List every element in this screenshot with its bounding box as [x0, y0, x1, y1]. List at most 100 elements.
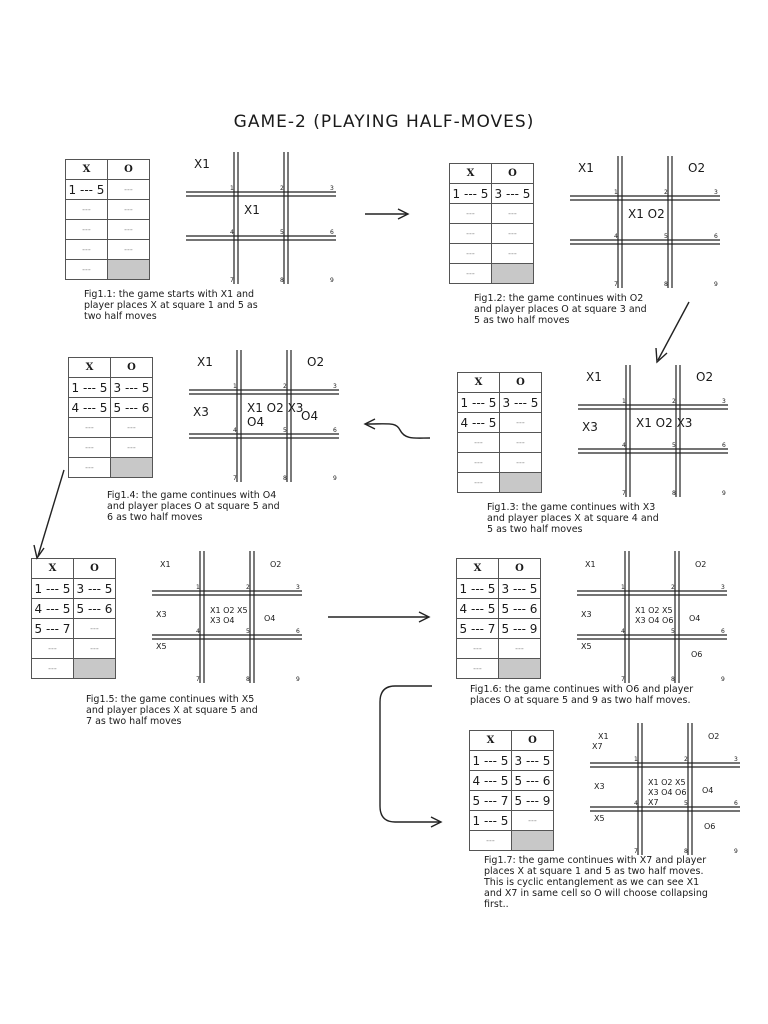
square-number-1: 1 [233, 383, 237, 390]
move-cell: 4 --- 5 [31, 598, 74, 619]
board-grid [186, 152, 336, 284]
arrow-fig1-to-fig2 [365, 208, 410, 220]
move-cell: --- [65, 259, 108, 280]
board-mark: O4 [702, 786, 713, 795]
board-grid [577, 551, 727, 683]
move-cell: --- [491, 203, 534, 224]
square-number-9: 9 [333, 475, 337, 482]
square-number-6: 6 [734, 800, 738, 807]
square-number-7: 7 [233, 475, 237, 482]
move-cell: 3 --- 5 [499, 392, 542, 413]
arrow-fig5-to-fig6 [328, 611, 431, 623]
move-cell: --- [68, 457, 111, 478]
board-mark: X5 [156, 642, 167, 651]
board-mark: X1 [194, 157, 210, 171]
move-cell: 5 --- 9 [498, 618, 541, 639]
square-number-1: 1 [621, 584, 625, 591]
figure-caption-4: Fig1.4: the game continues with O4 and p… [107, 490, 280, 523]
square-number-5: 5 [671, 628, 675, 635]
board-grid [578, 365, 728, 497]
table-row: ------ [449, 203, 534, 224]
move-cell: 4 --- 5 [469, 770, 512, 791]
table-row: 4 --- 5--- [457, 412, 542, 433]
board-mark: O2 [270, 560, 281, 569]
square-number-2: 2 [671, 584, 675, 591]
arrow-fig2-to-fig3 [655, 301, 690, 364]
square-number-4: 4 [230, 229, 234, 236]
move-cell: 4 --- 5 [457, 412, 500, 433]
board-grid [570, 156, 720, 288]
arrow-fig6-to-fig7 [379, 685, 443, 828]
square-number-3: 3 [721, 584, 725, 591]
board-mark: X1 [585, 560, 596, 569]
square-number-8: 8 [280, 277, 284, 284]
move-cell: 1 --- 5 [456, 578, 499, 599]
board-mark: O2 [688, 161, 705, 175]
square-number-8: 8 [684, 848, 688, 855]
board-mark: X3 [582, 420, 598, 434]
board-mark: X3 [581, 610, 592, 619]
square-number-9: 9 [721, 676, 725, 683]
square-number-6: 6 [714, 233, 718, 240]
figure-caption-6: Fig1.6: the game continues with O6 and p… [470, 684, 694, 706]
table-row: 1 --- 5--- [65, 179, 150, 200]
square-number-8: 8 [664, 281, 668, 288]
square-number-3: 3 [296, 584, 300, 591]
square-number-1: 1 [622, 398, 626, 405]
table-row: ------ [449, 223, 534, 244]
square-number-5: 5 [664, 233, 668, 240]
table-row: ------ [65, 219, 150, 240]
square-number-9: 9 [296, 676, 300, 683]
board-mark: X5 [594, 814, 605, 823]
board-mark: X1 [586, 370, 602, 384]
board-mark: X5 [581, 642, 592, 651]
move-cell: 3 --- 5 [491, 183, 534, 204]
table-row: --- [449, 263, 534, 284]
figure-caption-5: Fig1.5: the game continues with X5 and p… [86, 694, 258, 727]
move-cell: 1 --- 5 [469, 810, 512, 831]
board-mark: X1 O2 [628, 207, 665, 221]
move-cell: 5 --- 6 [73, 598, 116, 619]
square-number-9: 9 [722, 490, 726, 497]
move-cell: 1 --- 5 [449, 183, 492, 204]
square-number-5: 5 [672, 442, 676, 449]
square-number-1: 1 [196, 584, 200, 591]
move-cell [110, 457, 153, 478]
table-row: --- [469, 830, 554, 851]
board-mark: O2 [696, 370, 713, 384]
square-number-7: 7 [621, 676, 625, 683]
square-number-8: 8 [246, 676, 250, 683]
square-number-6: 6 [330, 229, 334, 236]
board-grid [189, 350, 339, 482]
square-number-1: 1 [614, 189, 618, 196]
arrow-fig4-to-fig5 [33, 469, 65, 560]
move-cell: 3 --- 5 [498, 578, 541, 599]
board-mark: O6 [704, 822, 715, 831]
figure-caption-2: Fig1.2: the game continues with O2 and p… [474, 293, 647, 326]
table-row: ------ [457, 432, 542, 453]
move-cell [498, 658, 541, 679]
move-cell [511, 830, 554, 851]
board-mark: X1 [160, 560, 171, 569]
board-mark: X3 [193, 405, 209, 419]
move-cell: --- [511, 810, 554, 831]
square-number-5: 5 [246, 628, 250, 635]
table-row: --- [456, 658, 541, 679]
square-number-2: 2 [283, 383, 287, 390]
square-number-5: 5 [283, 427, 287, 434]
square-number-6: 6 [721, 628, 725, 635]
board-mark: O6 [691, 650, 702, 659]
square-number-9: 9 [734, 848, 738, 855]
